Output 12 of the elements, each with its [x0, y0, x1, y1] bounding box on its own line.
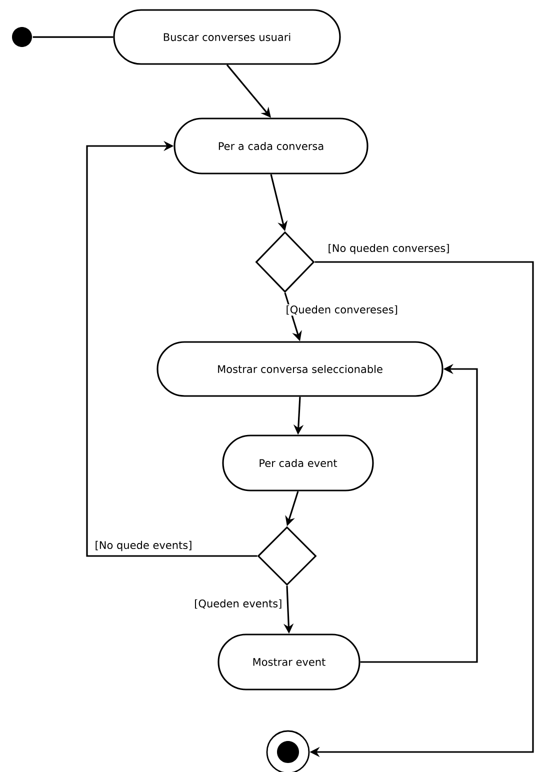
action-box: Per a cada conversa: [174, 118, 368, 174]
start-node: [12, 27, 32, 47]
edge-label: [No queden converses]: [326, 242, 451, 256]
action-box: Mostrar event: [218, 634, 360, 690]
final-node: [266, 730, 310, 772]
arrow: [86, 140, 258, 557]
edge-label: [No quede events]: [94, 540, 194, 552]
action-box: Per cada event: [222, 434, 374, 492]
action-box: Mostrar conversa seleccionable: [156, 341, 444, 397]
edge-label: [Queden convereses]: [284, 304, 399, 316]
edge-label: [Queden events]: [193, 598, 284, 610]
action-box: Buscar converses usuari: [113, 9, 341, 65]
